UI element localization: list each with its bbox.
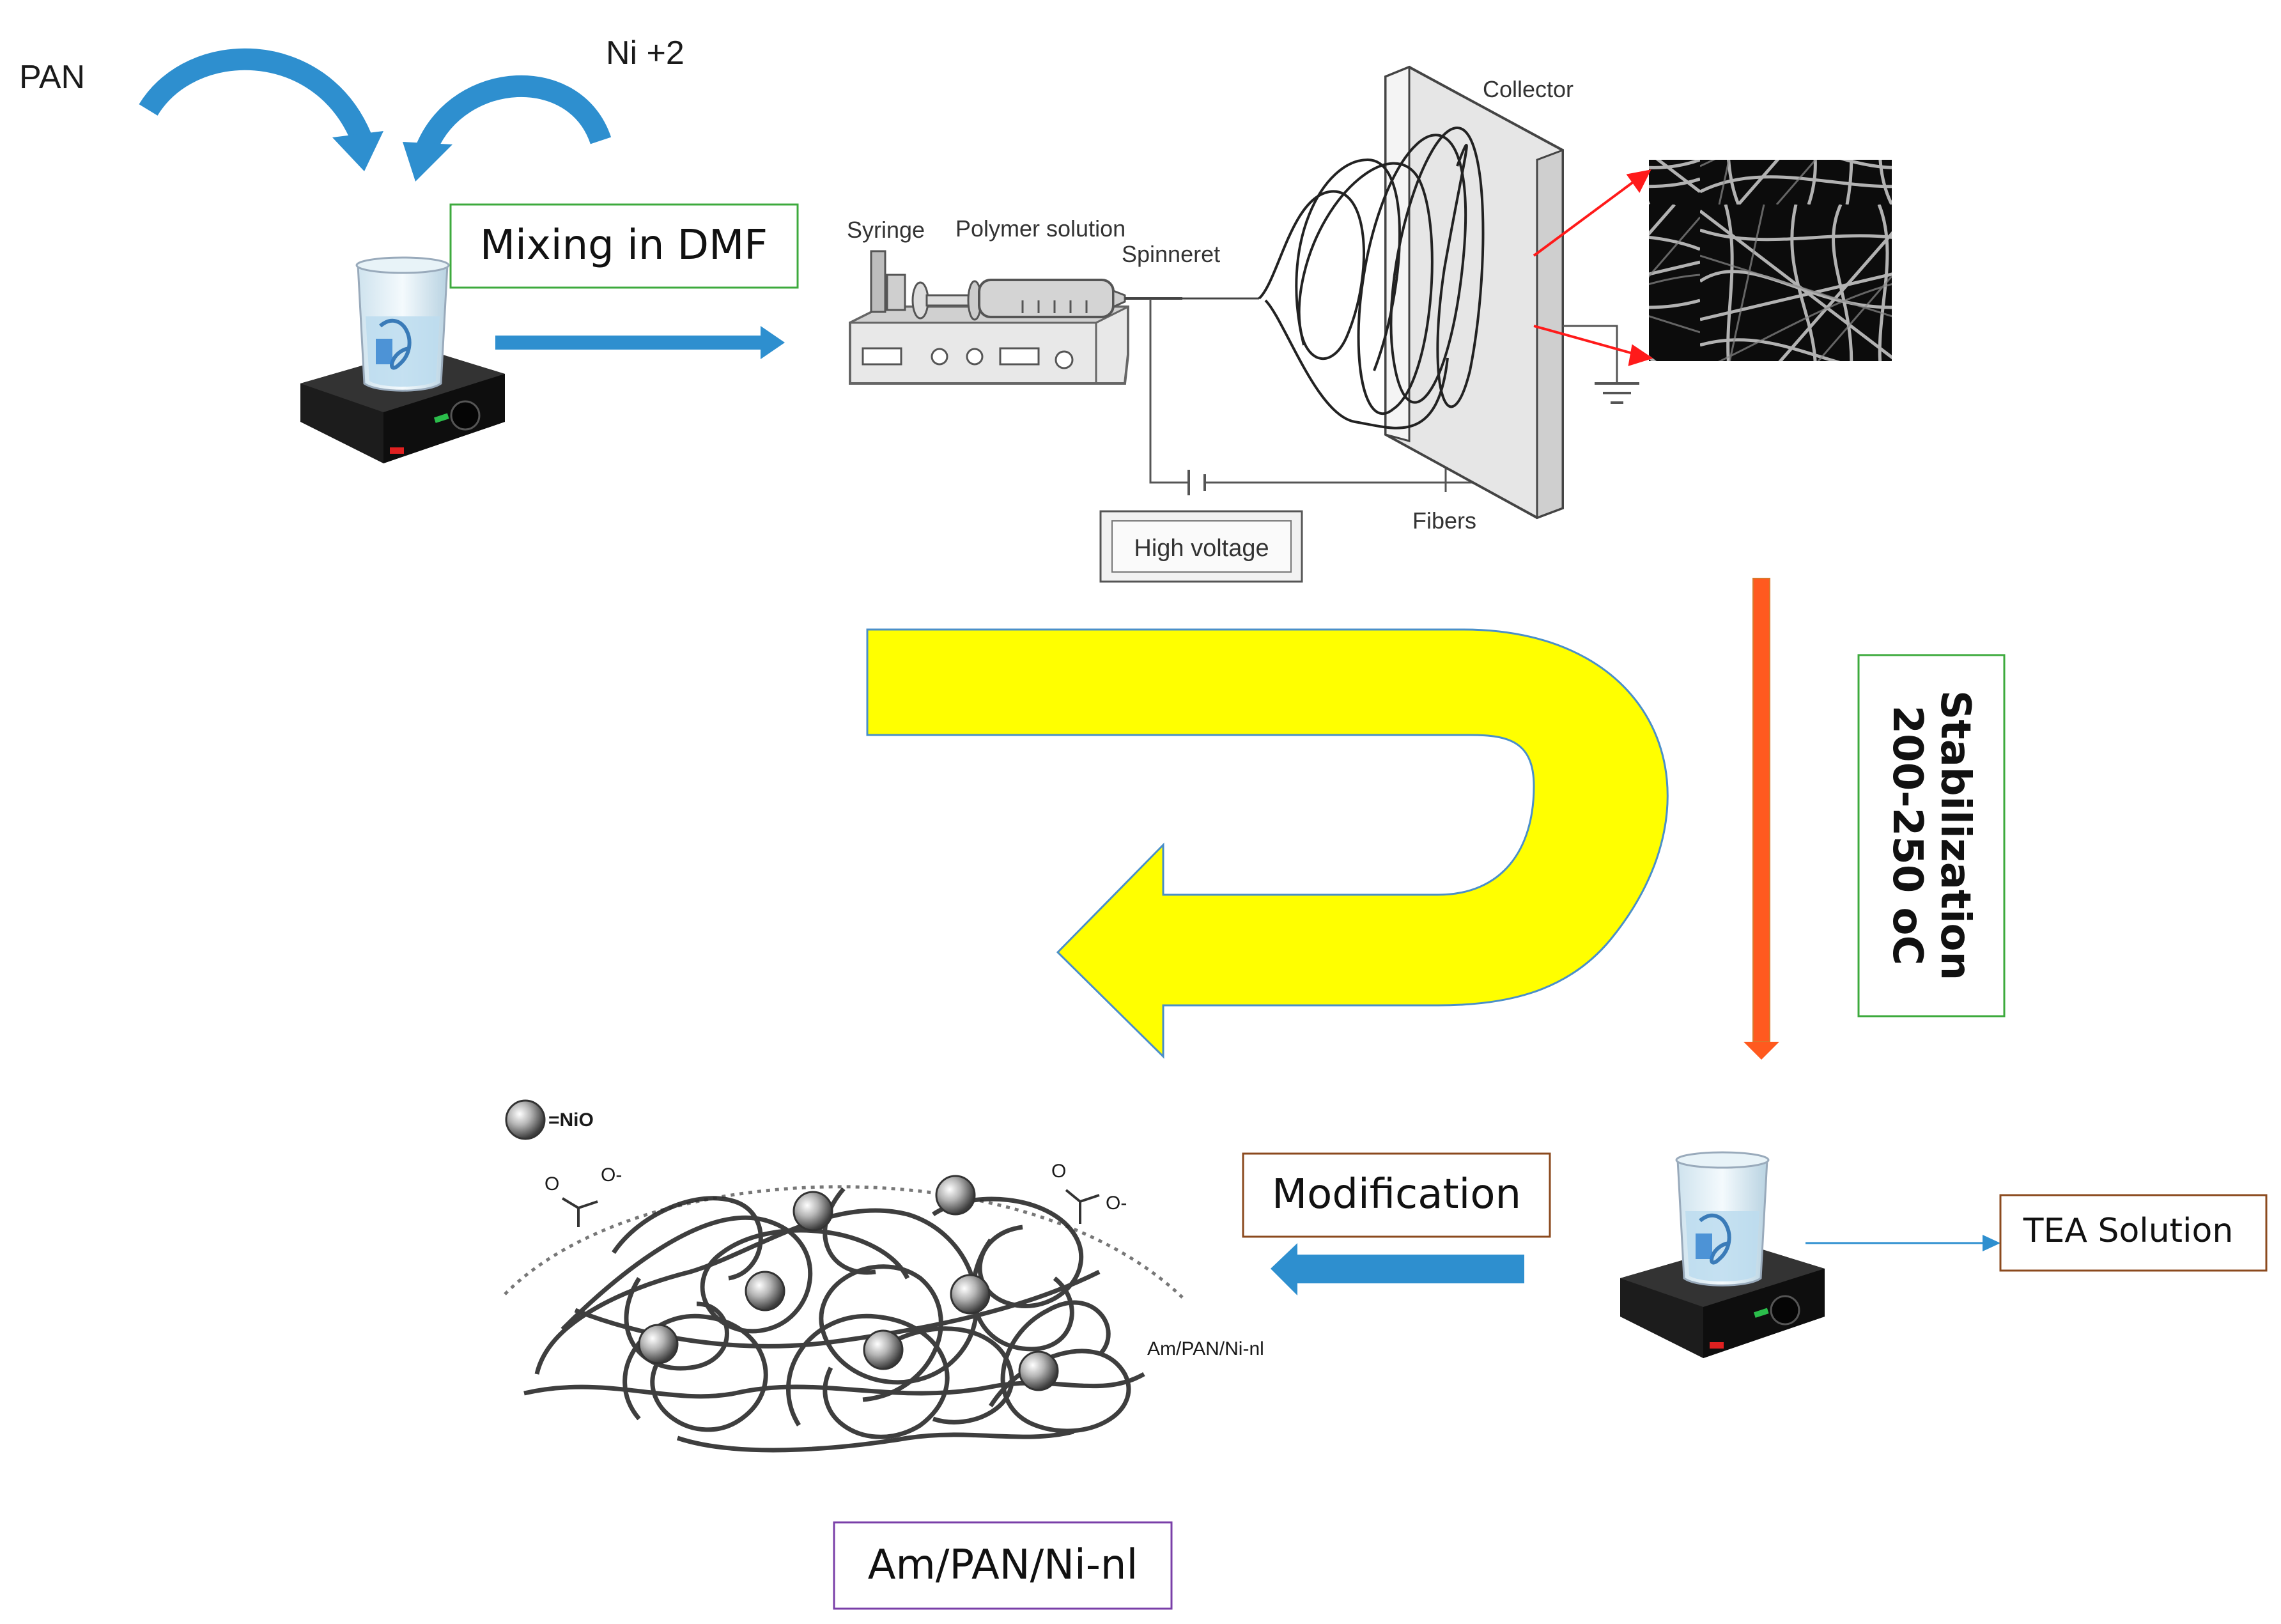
polymer-solution-label: Polymer solution bbox=[955, 215, 1125, 242]
tea-solution-box: TEA Solution bbox=[1999, 1194, 2268, 1272]
electrospinning-setup: Syringe Polymer solution Spinneret Colle… bbox=[847, 65, 1639, 583]
arrow-to-electrospinning bbox=[495, 326, 785, 359]
magnetic-stirrer-2 bbox=[1620, 1151, 1825, 1358]
ni-label: Ni +2 bbox=[606, 35, 684, 72]
stabilization-box: Stabilization 200-250 oC bbox=[1857, 654, 2006, 1017]
carboxyl-o-left: O bbox=[545, 1173, 559, 1195]
magnetic-stirrer-1 bbox=[300, 256, 505, 463]
carboxyl-ominus-right: O- bbox=[1106, 1193, 1127, 1214]
yellow-uturn-arrow bbox=[866, 628, 1669, 1059]
sem-fiber-image bbox=[1533, 160, 1892, 366]
product-box: Am/PAN/Ni-nl bbox=[833, 1521, 1173, 1610]
collector-label: Collector bbox=[1483, 76, 1574, 102]
spinneret-label: Spinneret bbox=[1122, 241, 1220, 267]
carboxyl-o-right: O bbox=[1051, 1161, 1066, 1182]
tea-solution-label: TEA Solution bbox=[2023, 1212, 2234, 1250]
stabilization-label: Stabilization bbox=[1931, 690, 1979, 980]
stabilization-temp-label: 200-250 oC bbox=[1883, 706, 1931, 966]
modification-box: Modification bbox=[1242, 1152, 1551, 1238]
composite-label: Am/PAN/Ni-nl bbox=[1147, 1338, 1264, 1359]
arrow-to-tea bbox=[1805, 1235, 2000, 1251]
nio-particles bbox=[638, 1175, 1059, 1391]
nio-legend-ball bbox=[505, 1099, 546, 1140]
high-voltage-label: High voltage bbox=[1134, 535, 1269, 562]
pan-label: PAN bbox=[19, 59, 85, 96]
composite-fiber-illustration: O O- O O- =NiO Am/PAN/Ni-nl bbox=[504, 1099, 1264, 1453]
product-label: Am/PAN/Ni-nl bbox=[868, 1542, 1138, 1589]
mixing-label: Mixing in DMF bbox=[480, 222, 768, 269]
stabilization-arrow bbox=[1744, 578, 1779, 1060]
nio-legend-label: =NiO bbox=[548, 1110, 594, 1131]
syringe-label: Syringe bbox=[847, 217, 925, 243]
ni-curved-arrow bbox=[403, 75, 612, 182]
modification-label: Modification bbox=[1272, 1171, 1521, 1218]
carboxyl-ominus-left: O- bbox=[601, 1164, 622, 1186]
pan-curved-arrow bbox=[139, 48, 383, 171]
mixing-box: Mixing in DMF bbox=[449, 203, 799, 289]
arrow-to-composite bbox=[1271, 1243, 1524, 1295]
fibers-label: Fibers bbox=[1412, 507, 1476, 534]
